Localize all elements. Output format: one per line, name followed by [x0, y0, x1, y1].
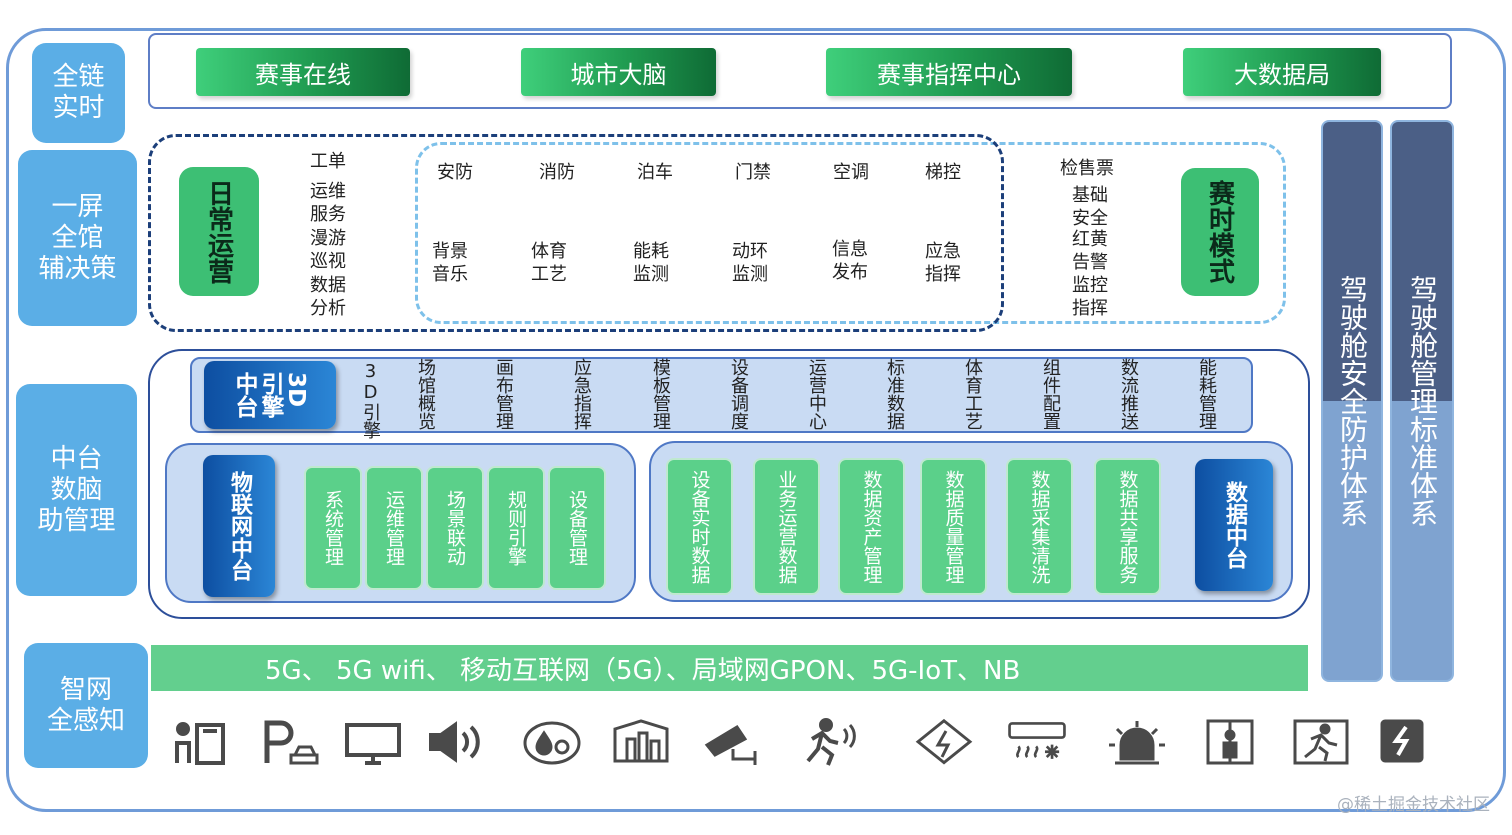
camera-icon — [700, 714, 766, 770]
layer-label-top: 全链 实时 — [32, 43, 125, 143]
engine-3d-bar — [190, 357, 1253, 433]
engine-item-canvas: 画布管理 — [493, 358, 514, 430]
speaker-icon — [424, 714, 490, 770]
shared-item-elevator: 梯控 — [925, 162, 961, 183]
parking-icon — [258, 714, 324, 770]
iot-platform-title-text: 物联网中台 — [227, 471, 252, 581]
engine-item-energy: 能耗管理 — [1196, 358, 1217, 430]
daily-ops-title: 日常运营 — [179, 167, 259, 296]
power-meter-icon — [911, 714, 977, 770]
layer-label-decision: 一屏 全馆 辅决策 — [18, 150, 137, 326]
shared-item-access: 门禁 — [735, 162, 771, 183]
iot-item-system[interactable]: 系统管理 — [304, 466, 362, 590]
top-item-city-brain[interactable]: 城市大脑 — [521, 48, 716, 96]
shared-item-parking: 泊车 — [637, 162, 673, 183]
event-mode-item-ticketing: 检售票 — [1060, 158, 1114, 179]
shared-item-info: 信息 发布 — [832, 239, 868, 283]
air-conditioner-icon — [1004, 714, 1070, 770]
iot-item-maintenance[interactable]: 运维管理 — [365, 466, 423, 590]
shared-item-music: 背景 音乐 — [432, 241, 468, 285]
network-bar: 5G、 5G wifi、 移动互联网（5G）、局域网GPON、5G-IoT、NB — [151, 645, 1308, 691]
shared-item-energy: 能耗 监测 — [633, 241, 669, 285]
emergency-exit-icon — [1288, 714, 1354, 770]
data-item-asset[interactable]: 数据资产管理 — [838, 458, 905, 595]
layer-label-middle: 中台 数脑 助管理 — [16, 384, 137, 596]
iot-item-scene[interactable]: 场景联动 — [426, 466, 484, 590]
data-platform-title-text: 数据中台 — [1222, 481, 1247, 569]
daily-ops-item-ticket: 工单 — [310, 151, 346, 172]
engine-3d-title[interactable]: 3D 引擎 中台 — [204, 361, 336, 429]
charging-icon — [1369, 714, 1435, 770]
outer-frame — [6, 28, 1506, 812]
engine-item-ops-center: 运营中心 — [806, 358, 827, 430]
engine-item-component: 组件配置 — [1040, 358, 1061, 430]
running-person-icon — [797, 714, 863, 770]
event-mode-item-safety: 基础 安全 — [1072, 185, 1108, 229]
iot-platform-title[interactable]: 物联网中台 — [203, 455, 275, 597]
top-item-big-data-bureau[interactable]: 大数据局 — [1183, 48, 1381, 96]
engine-3d-title-text: 3D 引擎 中台 — [231, 372, 309, 418]
shared-item-env: 动环 监测 — [732, 241, 768, 285]
engine-item-template: 模板管理 — [650, 358, 671, 430]
data-item-device-realtime[interactable]: 设备实时数据 — [666, 458, 733, 595]
daily-ops-frame — [148, 134, 1004, 332]
top-item-event-online[interactable]: 赛事在线 — [196, 48, 410, 96]
engine-item-emergency: 应急指挥 — [571, 358, 592, 430]
shared-item-fire: 消防 — [539, 162, 575, 183]
shared-item-aircon: 空调 — [833, 162, 869, 183]
data-item-collect[interactable]: 数据采集清洗 — [1006, 458, 1073, 595]
shared-item-emergency: 应急 指挥 — [925, 241, 961, 285]
data-platform-title[interactable]: 数据中台 — [1195, 459, 1273, 591]
management-standard-column: 驾驶舱管理标准体系 — [1390, 120, 1454, 682]
shared-item-sports: 体育 工艺 — [531, 241, 567, 285]
daily-ops-item-analysis: 数据 分析 — [310, 275, 346, 319]
engine-item-standard: 标准数据 — [884, 358, 905, 430]
event-mode-item-alarm: 红黄 告警 — [1072, 229, 1108, 273]
shared-item-security: 安防 — [437, 162, 473, 183]
building-icon — [608, 714, 674, 770]
network-text: 5G、 5G wifi、 移动互联网（5G）、局域网GPON、5G-IoT、NB — [265, 655, 1021, 686]
top-item-command-center[interactable]: 赛事指挥中心 — [826, 48, 1072, 96]
water-meter-icon — [519, 714, 585, 770]
layer-label-network: 智网 全感知 — [24, 643, 148, 768]
door-access-icon — [168, 714, 234, 770]
engine-item-sports: 体育工艺 — [962, 358, 983, 430]
watermark: @稀土掘金技术社区 — [1337, 795, 1490, 815]
event-mode-title: 赛时模式 — [1181, 168, 1259, 296]
daily-ops-item-maintenance: 运维 服务 — [310, 181, 346, 225]
engine-item-overview: 场馆概览 — [415, 358, 436, 430]
data-item-share[interactable]: 数据共享服务 — [1094, 458, 1161, 595]
event-mode-frame — [415, 142, 1286, 324]
security-system-column: 驾驶舱安全防护体系 — [1321, 120, 1383, 682]
monitor-icon — [340, 714, 406, 770]
engine-item-dispatch: 设备调度 — [728, 358, 749, 430]
data-item-quality[interactable]: 数据质量管理 — [920, 458, 987, 595]
daily-ops-item-patrol: 漫游 巡视 — [310, 228, 346, 272]
alarm-light-icon — [1104, 714, 1170, 770]
event-mode-item-command: 监控 指挥 — [1072, 275, 1108, 319]
engine-item-push: 数流推送 — [1118, 358, 1139, 430]
iot-item-rules[interactable]: 规则引擎 — [487, 466, 545, 590]
elevator-icon — [1197, 714, 1263, 770]
data-item-business[interactable]: 业务运营数据 — [753, 458, 820, 595]
iot-item-device[interactable]: 设备管理 — [548, 466, 606, 590]
engine-item-3d: 3D引擎 — [360, 361, 381, 439]
